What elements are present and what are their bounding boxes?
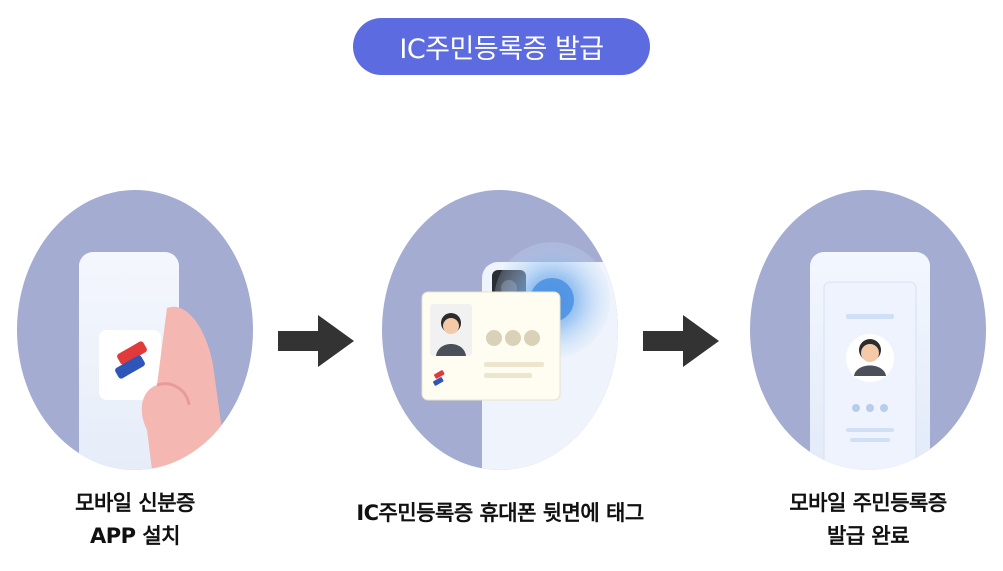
app-logo-icon [115,341,147,379]
step1-line2: APP 설치 [90,524,181,548]
step1-line1: 모바일 신분증 [75,491,195,515]
title-badge: IC주민등록증 발급 [353,18,650,75]
arrow-right-icon [643,315,719,367]
step3-line2: 발급 완료 [826,524,910,548]
step3-illustration [750,190,986,470]
arrow-right-icon [278,315,354,367]
step2-line1: IC주민등록증 휴대폰 뒷면에 태그 [356,501,644,525]
step3-caption: 모바일 주민등록증 발급 완료 [768,487,968,553]
id-card-icon [421,291,561,401]
step1-caption: 모바일 신분증 APP 설치 [35,487,235,553]
step3-line1: 모바일 주민등록증 [789,491,947,515]
step2-caption: IC주민등록증 휴대폰 뒷면에 태그 [330,497,670,530]
step1-illustration [17,190,253,470]
title-text: IC주민등록증 발급 [399,34,604,65]
step2-illustration [382,190,618,470]
